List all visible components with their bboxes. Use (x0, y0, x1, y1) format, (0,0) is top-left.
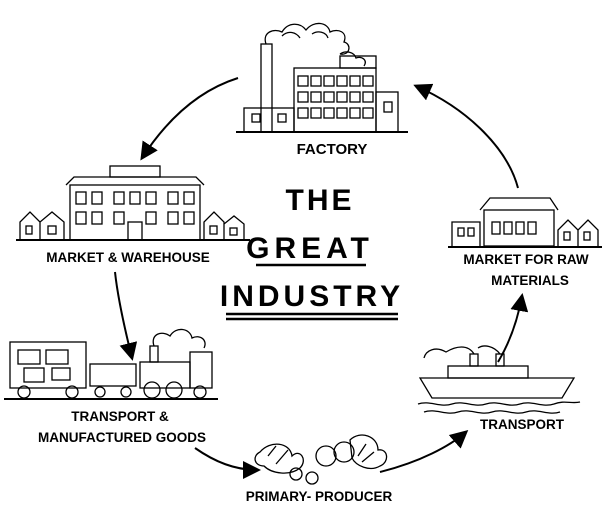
train-icon (4, 328, 218, 400)
factory-icon (236, 22, 408, 133)
title-line2: GREAT (246, 232, 374, 265)
transport-goods-label-line2: MANUFACTURED GOODS (38, 430, 206, 445)
central-title: THE GREAT INDUSTRY (220, 184, 404, 321)
transport-goods-label-line1: TRANSPORT & (71, 409, 169, 424)
arrow-market-to-transport-goods (114, 271, 138, 361)
arrow-transport-to-market-raw (497, 293, 529, 363)
cycle-arrows (114, 77, 529, 479)
fruit-icon (254, 434, 388, 485)
title-line3: INDUSTRY (220, 280, 404, 313)
ship-icon (417, 345, 581, 414)
title-line1: THE (286, 184, 355, 217)
warehouse-icon (16, 165, 250, 241)
primary-producer-label: PRIMARY- PRODUCER (246, 489, 393, 504)
raw-market-icon (448, 197, 602, 248)
transport-label: TRANSPORT (480, 417, 565, 432)
arrow-factory-to-market (140, 77, 239, 161)
factory-label: FACTORY (297, 141, 368, 158)
arrow-market-raw-to-factory (413, 83, 519, 189)
market-raw-label-line1: MARKET FOR RAW (463, 252, 588, 267)
arrow-primary-to-transport (379, 430, 469, 473)
arrow-transport-goods-to-primary (194, 447, 261, 479)
market-raw-label-line2: MATERIALS (491, 273, 569, 288)
market-warehouse-label: MARKET & WAREHOUSE (46, 250, 210, 265)
